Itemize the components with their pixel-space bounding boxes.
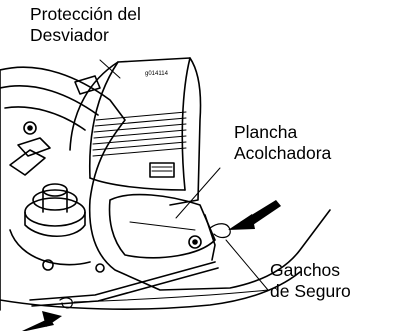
label-deflector-guard: Protección del Desviador	[30, 4, 141, 46]
figure-code: g014114	[145, 71, 169, 77]
leader-hooks-upper	[225, 239, 269, 291]
label-hooks-line-1: Ganchos	[270, 260, 341, 280]
label-pad: Plancha Acolchadora	[234, 122, 331, 164]
label-deflector-guard-line-2: Desviador	[30, 25, 109, 45]
label-deflector-guard-line-1: Protección del	[30, 4, 141, 24]
arrow-icon	[228, 200, 281, 230]
label-hooks-line-2: de Seguro	[270, 281, 351, 301]
pad	[108, 193, 216, 259]
arrow-icon	[22, 311, 62, 331]
leader-pad	[175, 167, 221, 219]
leader-deflector-guard	[99, 59, 121, 79]
mower-deck	[0, 66, 331, 311]
label-pad-line-2: Acolchadora	[234, 143, 332, 163]
deflector-guard	[69, 57, 202, 206]
label-hooks: Ganchos de Seguro	[270, 260, 351, 302]
label-pad-line-1: Plancha	[234, 122, 298, 142]
hinge-rod-end	[188, 235, 202, 249]
leader-hooks-lower	[73, 289, 269, 303]
